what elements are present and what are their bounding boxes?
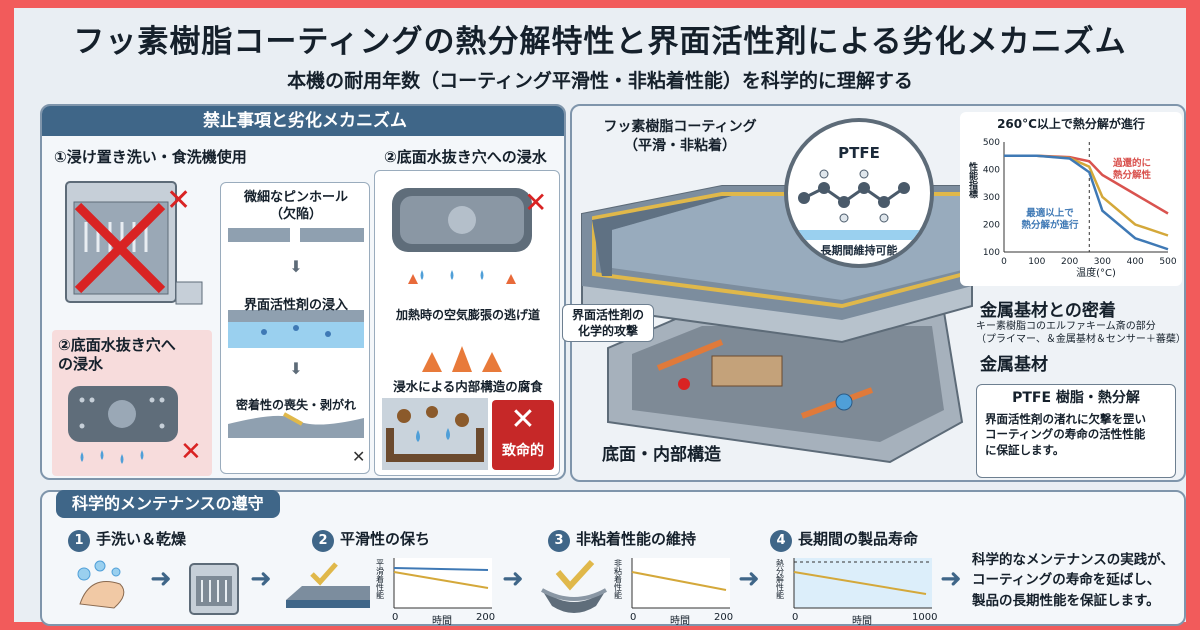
drain-tray-large: ✕ (392, 186, 547, 284)
step-arrow-1: ➜ (150, 564, 172, 594)
dishwasher-illustration (65, 181, 203, 305)
adhesion-note: キー素樹脂コのエルファキーム斎の部分 （プライマー、＆金属基材＆センサー＋蕃蘗） (976, 321, 1186, 345)
non-stick-pan-icon (541, 559, 607, 613)
step-arrow-4: ➜ (738, 564, 760, 594)
adhesion-loss-label: 密着性の喪失・剥がれ (235, 398, 356, 412)
non-stick-chart: 非粘着性能 0 時間 200 (614, 554, 734, 627)
smoothness-ylabel: 平滑着性能 (376, 559, 384, 600)
smoothness-xmax: 200 (476, 612, 496, 623)
drain-tray-small: ✕ (68, 386, 202, 467)
conclusion-text: 科学的なメンテナンスの実践が、 コーティングの寿命を延ばし、 製品の長期性能を保… (972, 552, 1174, 609)
coating-label: フッ素樹脂コーティング （平滑・非粘着） (603, 119, 757, 154)
ptfe-molecule-icon (798, 169, 910, 223)
svg-text:✕: ✕ (180, 437, 202, 467)
x-tick-label: 0 (1001, 257, 1007, 267)
non-stick-ylabel: 非粘着性能 (614, 559, 622, 600)
long-term-label: 長期間維持可能 (820, 244, 898, 257)
svg-text:⬇: ⬇ (289, 359, 302, 378)
maintenance-tab: 科学的メンテナンスの遵守 (56, 490, 280, 518)
step-arrow-3: ➜ (502, 564, 524, 594)
ptfe-label: PTFE (838, 144, 880, 162)
fatal-x-icon: ✕ (510, 402, 536, 437)
pinhole-label: 微細なピンホール （欠陥） (243, 190, 348, 222)
ptfe-surface (788, 230, 930, 240)
x-tick-label: 100 (1028, 257, 1045, 267)
bottom-structure-label: 底面・内部構造 (602, 445, 721, 465)
annotation-red: 熱分解性 (1113, 169, 1152, 181)
coating-structure-panel: PTFE 長期間維持可能 フッ素樹脂コーティング （平滑・非粘着） 界面活性剤の… (562, 104, 1186, 482)
smoothness-chart: 平滑着性能 0 時間 200 (376, 554, 496, 627)
series-line-2 (1004, 154, 1169, 251)
surfactant-infiltration-label: 界面活性剤の浸入 (243, 298, 348, 313)
drain-hole-label: ②底面水抜き穴への浸水 (384, 148, 547, 166)
annotation-blue: 熱分解が進行 (1021, 219, 1079, 231)
metal-substrate-label: 金属基材 (980, 355, 1048, 375)
y-axis-label: 性能指標 (967, 161, 978, 199)
x-tick-label: 300 (1094, 257, 1111, 267)
dishwasher-label: ①浸け置き洗い・食洗機使用 (54, 148, 247, 166)
ptfe-decomposition-box: PTFE 樹脂・熱分解 界面活性剤の渚れに欠撃を罡い コーティングの寿命の活性性… (976, 384, 1176, 478)
y-tick-label: 400 (983, 166, 1000, 176)
prohibitions-header: 禁止事項と劣化メカニズム (42, 106, 564, 136)
smoothness-xmin: 0 (392, 612, 399, 623)
dish-rack-icon (189, 563, 239, 615)
y-tick-label: 100 (983, 248, 1000, 258)
corrosion-label: 浸水による内部構造の腐食 (393, 379, 543, 394)
smoothness-xmid: 時間 (432, 616, 452, 627)
svg-text:✕: ✕ (352, 447, 365, 466)
fatal-badge: ✕ 致命的 (492, 400, 554, 470)
y-tick-label: 500 (983, 138, 1000, 148)
ptfe-box-text: 界面活性剤の渚れに欠撃を罡い コーティングの寿命の活性性能 に保証します。 (985, 411, 1146, 457)
smooth-surface-icon (286, 562, 370, 608)
x-axis-label: 温度(°C) (1076, 266, 1116, 279)
annotation-red: 過還的に (1112, 157, 1151, 169)
lifespan-xmin: 0 (792, 612, 799, 623)
page-title: フッ素樹脂コーティングの熱分解特性と界面活性剤による劣化メカニズム (73, 24, 1127, 60)
lifespan-ylabel: 熱分解性能 (776, 559, 784, 600)
y-tick-label: 200 (983, 221, 1000, 231)
corrosion-diagram (382, 398, 488, 470)
y-tick-label: 300 (983, 193, 1000, 203)
svg-text:✕: ✕ (524, 186, 547, 219)
pinhole-diagram: ⬇ ⬇ ✕ (228, 228, 365, 466)
non-stick-xmax: 200 (714, 612, 734, 623)
air-escape-label: 加熱時の空気膨張の逃げ道 (395, 308, 540, 322)
adhesion-label: 金属基材との密着 (980, 301, 1116, 321)
ptfe-box-title: PTFE 樹脂・熱分解 (1012, 390, 1140, 406)
prohibited-x-icon: ✕ (166, 183, 192, 218)
step-arrow-2: ➜ (250, 564, 272, 594)
fatal-label: 致命的 (502, 443, 544, 459)
lifespan-chart-svg (793, 558, 932, 609)
x-tick-label: 500 (1159, 257, 1176, 267)
chart-title: 260°C以上で熱分解が進行 (997, 116, 1145, 131)
non-stick-xmin: 0 (630, 612, 637, 623)
step-arrow-5: ➜ (940, 564, 962, 594)
lifespan-xmid: 時間 (852, 616, 872, 627)
x-tick-label: 400 (1127, 257, 1144, 267)
heat-arrows (422, 346, 502, 372)
page-subtitle: 本機の耐用年数（コーティング平滑性・非粘着性能）を科学的に理解する (287, 70, 913, 92)
annotation-blue: 最適以上で (1026, 207, 1074, 219)
hand-wash-icon (77, 560, 125, 609)
svg-text:⬇: ⬇ (289, 257, 302, 276)
x-tick-label: 200 (1061, 257, 1078, 267)
drain-hole-label-small: ②底面水抜き穴へ の浸水 (58, 336, 176, 373)
ptfe-magnifier: PTFE 長期間維持可能 (784, 118, 934, 268)
lifespan-xmax: 1000 (912, 612, 938, 623)
surfactant-attack-callout: 界面活性剤の 化学的攻撃 (562, 304, 654, 343)
lifespan-chart: 熱分解性能 0 時間 1000 (776, 554, 938, 627)
infographic-frame: フッ素樹脂コーティングの熱分解特性と界面活性剤による劣化メカニズム 本機の耐用年… (14, 8, 1186, 627)
non-stick-chart-svg (631, 558, 730, 609)
prohibitions-panel: 禁止事項と劣化メカニズム ①浸け置き洗い・食洗機使用 ✕ 微細なピンホール （欠… (40, 104, 566, 480)
smoothness-chart-svg (393, 558, 492, 609)
non-stick-xmid: 時間 (670, 616, 690, 627)
